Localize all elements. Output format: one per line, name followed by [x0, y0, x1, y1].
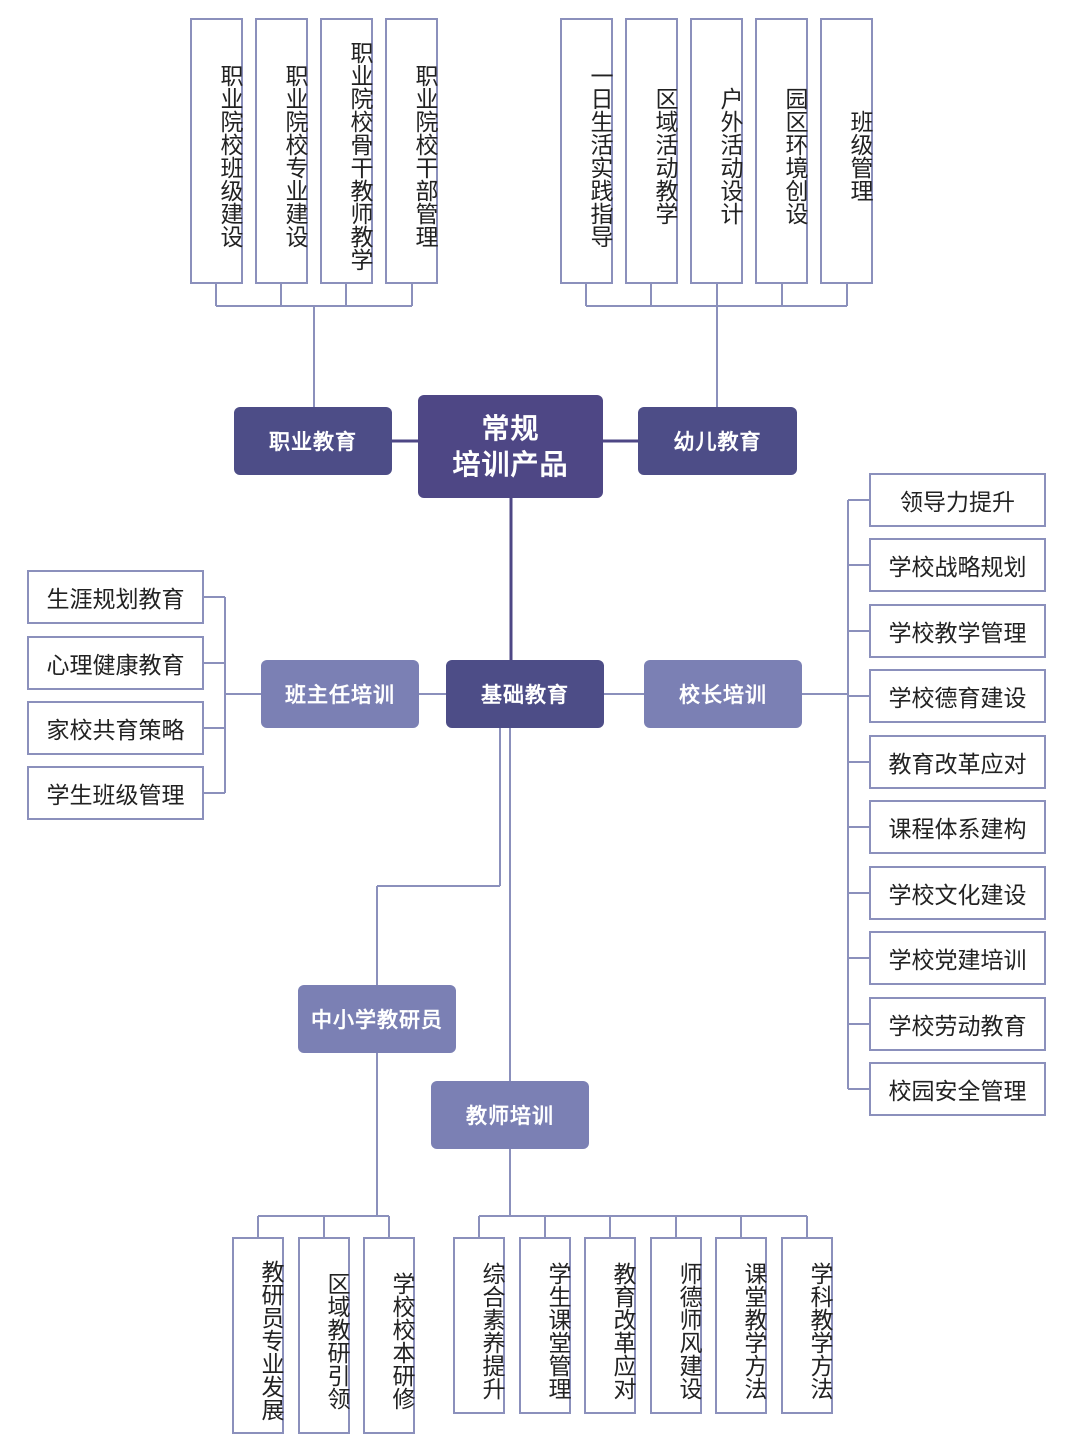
principal-item: 领导力提升 — [869, 473, 1046, 527]
principal-item: 学校教学管理 — [869, 604, 1046, 658]
teacher-node: 教师培训 — [431, 1081, 589, 1149]
vocational-node: 职业教育 — [234, 407, 392, 475]
researcher-node: 中小学教研员 — [298, 985, 456, 1053]
teacher-item: 课堂教学方法 — [715, 1237, 767, 1414]
preschool-item: 班级管理 — [820, 18, 873, 284]
teacher-item: 学生课堂管理 — [519, 1237, 571, 1414]
researcher-item: 教研员专业发展 — [232, 1237, 284, 1434]
preschool-item: 户外活动设计 — [690, 18, 743, 284]
preschool-node: 幼儿教育 — [638, 407, 797, 475]
teacher-item: 综合素养提升 — [453, 1237, 505, 1414]
head-teacher-item: 心理健康教育 — [27, 636, 204, 690]
vocational-item: 职业院校骨干教师教学 — [320, 18, 373, 284]
principal-item: 学校战略规划 — [869, 538, 1046, 592]
teacher-item: 学科教学方法 — [781, 1237, 833, 1414]
researcher-node-label: 中小学教研员 — [311, 1008, 443, 1032]
head-teacher-item: 学生班级管理 — [27, 766, 204, 820]
vocational-item: 职业院校干部管理 — [385, 18, 438, 284]
principal-item: 学校劳动教育 — [869, 997, 1046, 1051]
vocational-item: 职业院校班级建设 — [190, 18, 243, 284]
basic-node: 基础教育 — [446, 660, 604, 728]
head-teacher-node: 班主任培训 — [261, 660, 419, 728]
principal-item: 学校党建培训 — [869, 931, 1046, 985]
principal-item: 校园安全管理 — [869, 1062, 1046, 1116]
preschool-item: 园区环境创设 — [755, 18, 808, 284]
preschool-node-label: 幼儿教育 — [673, 430, 762, 454]
vocational-item: 职业院校专业建设 — [255, 18, 308, 284]
teacher-node-label: 教师培训 — [466, 1104, 554, 1128]
principal-node: 校长培训 — [644, 660, 802, 728]
teacher-item: 教育改革应对 — [584, 1237, 636, 1414]
principal-item: 学校德育建设 — [869, 669, 1046, 723]
preschool-item: 一日生活实践指导 — [560, 18, 613, 284]
principal-item: 教育改革应对 — [869, 735, 1046, 789]
center-node: 常规 培训产品 — [418, 395, 603, 498]
researcher-item: 区域教研引领 — [298, 1237, 350, 1434]
teacher-item: 师德师风建设 — [650, 1237, 702, 1414]
researcher-item: 学校校本研修 — [363, 1237, 415, 1434]
basic-node-label: 基础教育 — [481, 683, 569, 707]
head-teacher-node-label: 班主任培训 — [285, 683, 395, 707]
head-teacher-item: 家校共育策略 — [27, 701, 204, 755]
principal-item: 学校文化建设 — [869, 866, 1046, 920]
vocational-node-label: 职业教育 — [269, 430, 357, 454]
center-node-label: 常规 培训产品 — [452, 411, 569, 481]
principal-item: 课程体系建构 — [869, 800, 1046, 854]
preschool-item: 区域活动教学 — [625, 18, 678, 284]
principal-node-label: 校长培训 — [679, 683, 767, 707]
head-teacher-item: 生涯规划教育 — [27, 570, 204, 624]
